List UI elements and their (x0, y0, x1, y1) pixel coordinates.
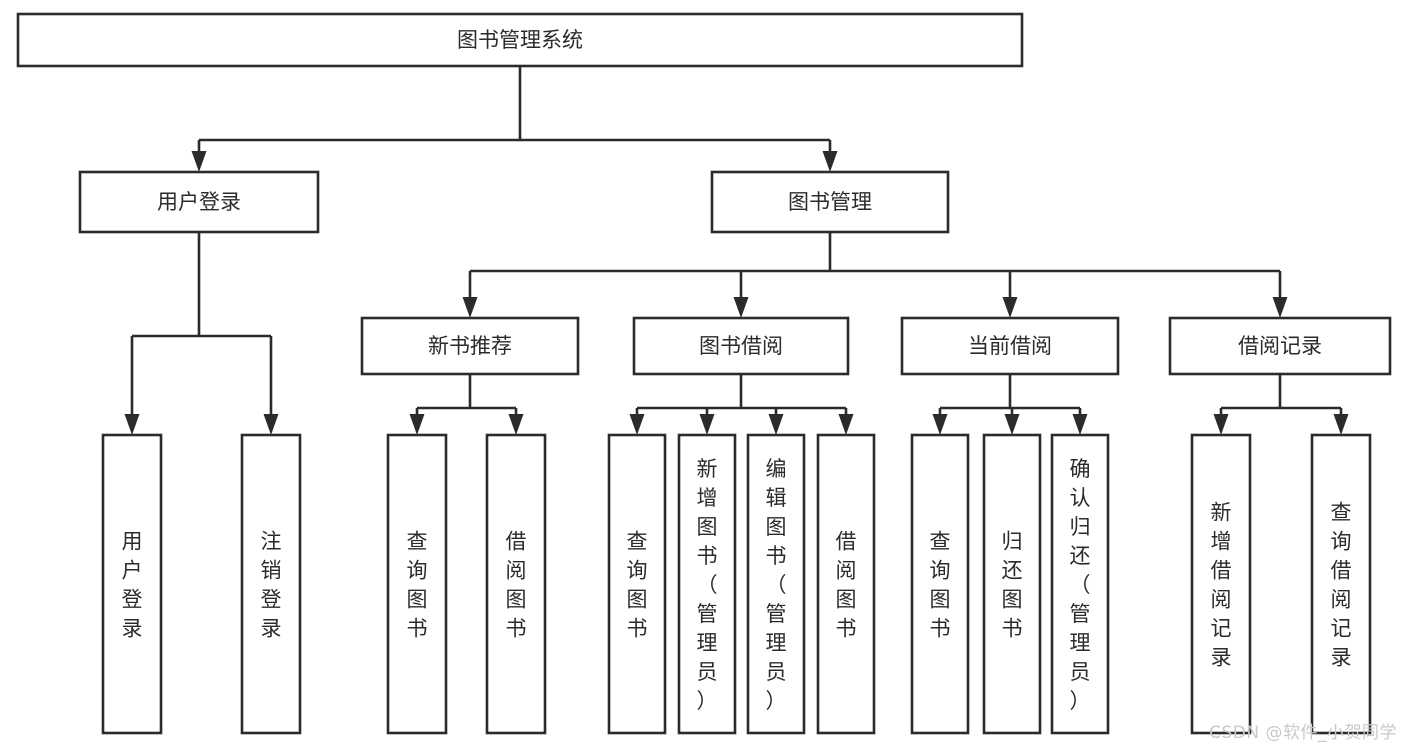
node-book-manage[interactable]: 图书管理 (710, 170, 950, 234)
node-leaf-borrow-book-label: 借阅图书 (836, 530, 857, 641)
node-root-root[interactable]: 图书管理系统 (16, 12, 1024, 68)
node-leaf-logout-login-label: 注销登录 (261, 530, 282, 641)
arrow--head (1272, 297, 1288, 318)
node-leaf-add-borrow-record-box[interactable] (1190, 433, 1252, 735)
node-book-borrow-label: 图书借阅 (699, 334, 783, 358)
node-leaf-logout-login[interactable]: 注销登录 (240, 433, 302, 735)
node-borrow-record[interactable]: 借阅记录 (1168, 316, 1392, 376)
node-leaf-query-book-borrow[interactable]: 查询图书 (607, 433, 667, 735)
node-leaf-edit-book-admin-box[interactable] (746, 433, 806, 735)
node-leaf-query-book-current[interactable]: 查询图书 (910, 433, 970, 735)
node-leaf-user-login-label: 用户登录 (122, 530, 143, 641)
arrow--head (699, 414, 715, 435)
node-current-borrow-label: 当前借阅 (968, 334, 1052, 358)
node-current-borrow-box[interactable] (900, 316, 1120, 376)
arrow--head (263, 414, 279, 435)
arrow--head (1333, 414, 1349, 435)
node-borrow-record-label: 借阅记录 (1238, 334, 1322, 358)
node-user-login-box[interactable] (78, 170, 320, 234)
node-new-book-recommend[interactable]: 新书推荐 (360, 316, 580, 376)
node-leaf-add-book-admin[interactable]: 新增图书（管理员） (677, 433, 737, 735)
node-user-login-label: 用户登录 (157, 190, 241, 214)
arrow--head (768, 414, 784, 435)
node-leaf-user-login-box[interactable] (101, 433, 163, 735)
node-leaf-query-borrow-record-box[interactable] (1310, 433, 1372, 735)
node-leaf-confirm-return-admin[interactable]: 确认归还（管理员） (1050, 433, 1110, 735)
arrow--head (822, 151, 838, 172)
node-leaf-logout-login-box[interactable] (240, 433, 302, 735)
arrow--head (124, 414, 140, 435)
arrow--head (932, 414, 948, 435)
arrow--head (462, 297, 478, 318)
arrow--head (191, 151, 207, 172)
node-leaf-query-book-recommend-label: 查询图书 (407, 530, 428, 641)
node-leaf-borrow-book-box[interactable] (816, 433, 876, 735)
node-leaf-borrow-book-recommend[interactable]: 借阅图书 (485, 433, 547, 735)
arrow--head (1072, 414, 1088, 435)
node-borrow-record-box[interactable] (1168, 316, 1392, 376)
node-leaf-return-book[interactable]: 归还图书 (982, 433, 1042, 735)
node-new-book-recommend-box[interactable] (360, 316, 580, 376)
connector-layer (124, 66, 1349, 435)
node-leaf-query-book-recommend-box[interactable] (386, 433, 448, 735)
node-leaf-confirm-return-admin-box[interactable] (1050, 433, 1110, 735)
node-leaf-add-borrow-record-label: 新增借阅记录 (1211, 501, 1232, 670)
node-leaf-query-borrow-record-label: 查询借阅记录 (1331, 501, 1352, 670)
node-leaf-borrow-book-recommend-label: 借阅图书 (506, 530, 527, 641)
node-leaf-add-book-admin-box[interactable] (677, 433, 737, 735)
arrow--head (1002, 297, 1018, 318)
arrow--head (1213, 414, 1229, 435)
node-root-root-label: 图书管理系统 (457, 28, 583, 52)
node-user-login[interactable]: 用户登录 (78, 170, 320, 234)
csdn-watermark: CSDN @软件_小贺同学 (1209, 723, 1397, 743)
node-layer: 图书管理系统用户登录图书管理新书推荐图书借阅当前借阅借阅记录用户登录注销登录查询… (16, 12, 1392, 735)
node-leaf-query-book-borrow-label: 查询图书 (627, 530, 648, 641)
node-current-borrow[interactable]: 当前借阅 (900, 316, 1120, 376)
node-book-borrow-box[interactable] (632, 316, 850, 376)
node-leaf-return-book-label: 归还图书 (1002, 530, 1023, 641)
node-leaf-add-book-admin-label: 新增图书（管理员） (697, 457, 718, 713)
node-leaf-user-login[interactable]: 用户登录 (101, 433, 163, 735)
node-leaf-borrow-book[interactable]: 借阅图书 (816, 433, 876, 735)
node-book-manage-box[interactable] (710, 170, 950, 234)
arrow--head (1004, 414, 1020, 435)
node-leaf-edit-book-admin-label: 编辑图书（管理员） (766, 457, 787, 713)
node-root-root-box[interactable] (16, 12, 1024, 68)
node-leaf-add-borrow-record[interactable]: 新增借阅记录 (1190, 433, 1252, 735)
arrow--head (733, 297, 749, 318)
node-leaf-query-book-borrow-box[interactable] (607, 433, 667, 735)
node-leaf-confirm-return-admin-label: 确认归还（管理员） (1070, 457, 1091, 713)
node-leaf-query-book-recommend[interactable]: 查询图书 (386, 433, 448, 735)
node-book-borrow[interactable]: 图书借阅 (632, 316, 850, 376)
node-leaf-query-book-current-label: 查询图书 (930, 530, 951, 641)
node-new-book-recommend-label: 新书推荐 (428, 334, 512, 358)
arrow--head (508, 414, 524, 435)
node-leaf-edit-book-admin[interactable]: 编辑图书（管理员） (746, 433, 806, 735)
node-leaf-query-book-current-box[interactable] (910, 433, 970, 735)
arrow--head (409, 414, 425, 435)
node-book-manage-label: 图书管理 (788, 190, 872, 214)
node-leaf-borrow-book-recommend-box[interactable] (485, 433, 547, 735)
arrow--head (838, 414, 854, 435)
arrow--head (629, 414, 645, 435)
node-leaf-query-borrow-record[interactable]: 查询借阅记录 (1310, 433, 1372, 735)
node-leaf-return-book-box[interactable] (982, 433, 1042, 735)
